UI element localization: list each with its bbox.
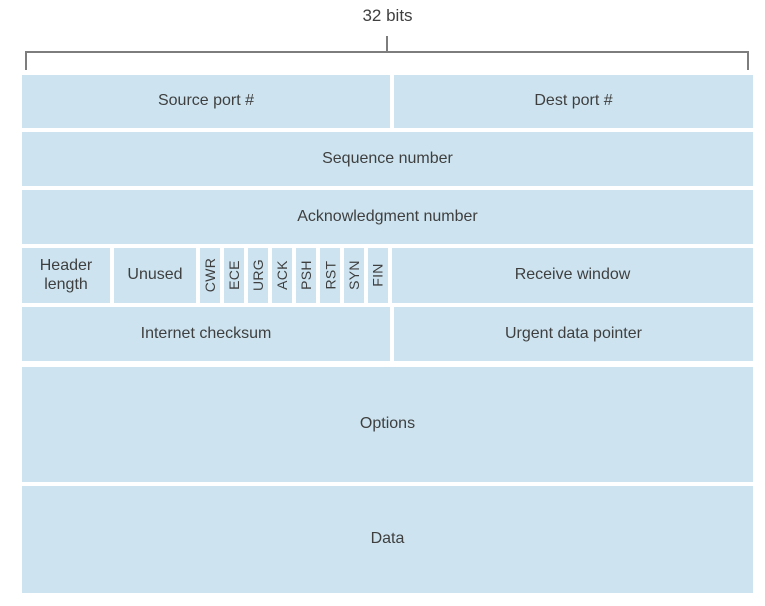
- field-dest-port: Dest port #: [394, 75, 753, 128]
- row-acknowledgment-number: Acknowledgment number: [22, 190, 753, 244]
- row-options: Options: [22, 367, 753, 482]
- flag-label-ack: ACK: [273, 260, 290, 291]
- field-flag-ece: ECE: [224, 248, 244, 303]
- field-flag-fin: FIN: [368, 248, 388, 303]
- field-receive-window: Receive window: [392, 248, 753, 303]
- field-acknowledgment-number: Acknowledgment number: [22, 190, 753, 244]
- field-urgent-data-pointer: Urgent data pointer: [394, 307, 753, 361]
- flag-label-ece: ECE: [225, 260, 242, 291]
- field-flag-syn: SYN: [344, 248, 364, 303]
- flag-label-rst: RST: [321, 261, 338, 290]
- row-data: Data: [22, 486, 753, 593]
- field-sequence-number: Sequence number: [22, 132, 753, 186]
- field-internet-checksum: Internet checksum: [22, 307, 390, 361]
- field-flag-cwr: CWR: [200, 248, 220, 303]
- field-flag-urg: URG: [248, 248, 268, 303]
- field-data: Data: [22, 486, 753, 593]
- row-flags: Header length Unused CWR ECE URG ACK PSH…: [22, 248, 753, 303]
- field-flag-ack: ACK: [272, 248, 292, 303]
- segment-grid: Source port # Dest port # Sequence numbe…: [22, 75, 753, 593]
- bracket-center-tick: [386, 36, 388, 52]
- width-bracket: [25, 51, 749, 70]
- field-flag-rst: RST: [320, 248, 340, 303]
- field-unused: Unused: [114, 248, 196, 303]
- field-options: Options: [22, 367, 753, 482]
- row-ports: Source port # Dest port #: [22, 75, 753, 128]
- row-sequence-number: Sequence number: [22, 132, 753, 186]
- flag-label-syn: SYN: [345, 260, 362, 291]
- field-header-length: Header length: [22, 248, 110, 303]
- flag-label-psh: PSH: [297, 260, 314, 291]
- field-source-port: Source port #: [22, 75, 390, 128]
- bits-width-label: 32 bits: [362, 6, 413, 25]
- flag-label-urg: URG: [249, 259, 266, 292]
- field-flag-psh: PSH: [296, 248, 316, 303]
- row-checksum: Internet checksum Urgent data pointer: [22, 307, 753, 361]
- flag-label-cwr: CWR: [201, 258, 218, 293]
- flag-label-fin: FIN: [369, 263, 386, 288]
